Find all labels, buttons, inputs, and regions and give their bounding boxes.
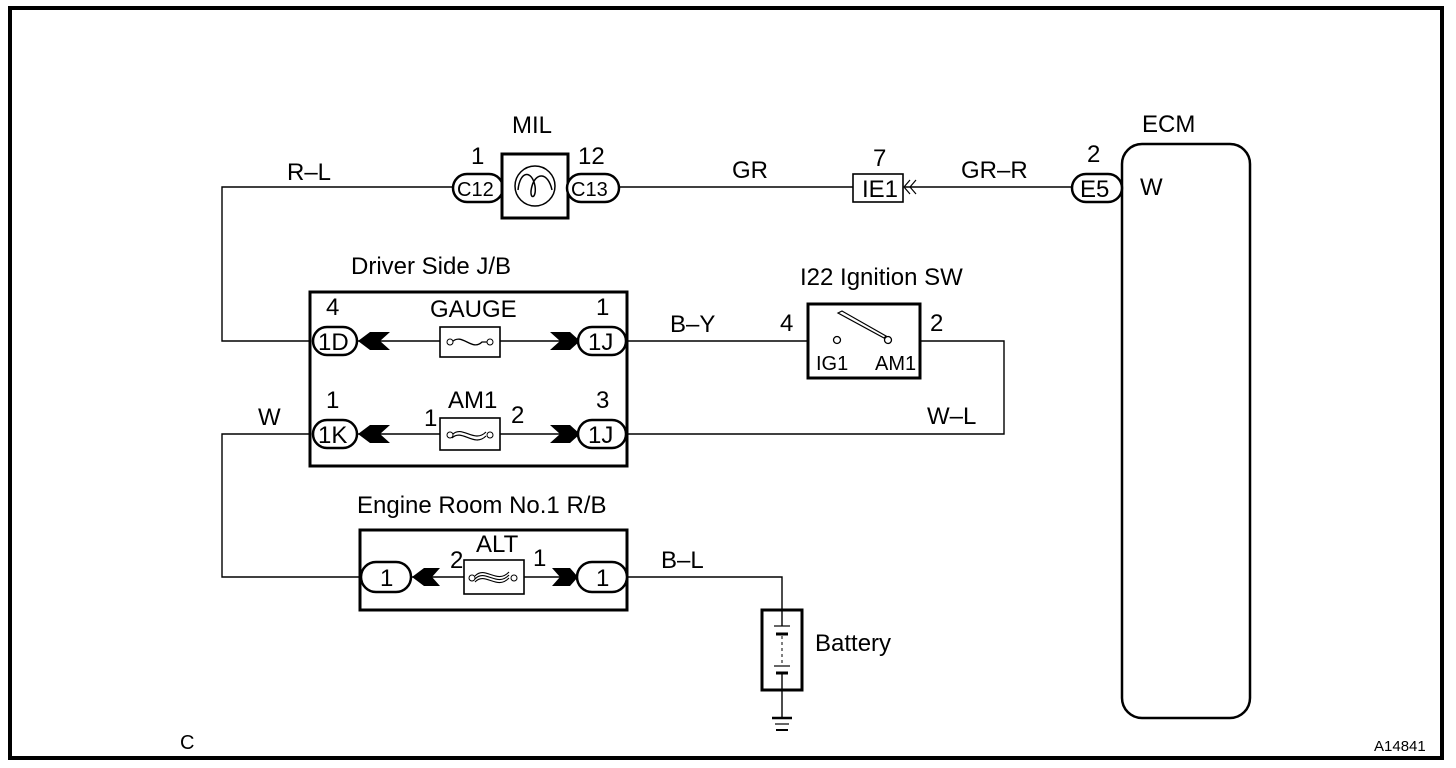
fuse-icon xyxy=(451,338,488,346)
arrow-right-icon xyxy=(550,425,580,443)
am1-left-pin: 1 xyxy=(326,387,339,414)
connector-1d xyxy=(311,325,359,357)
am1-fuse-out: 2 xyxy=(511,402,524,429)
fuse-terminal-icon xyxy=(446,338,454,346)
wire-label-w-l: W–L xyxy=(927,403,976,430)
engine-room-rb: Engine Room No.1 R/B 1 ALT 2 1 1 xyxy=(357,492,629,612)
diagram-frame xyxy=(8,6,1444,760)
ignition-title: I22 Ignition SW xyxy=(800,264,963,291)
fuse-terminal-icon xyxy=(510,574,518,582)
gauge-label: GAUGE xyxy=(430,296,517,323)
wire-label-r-l: R–L xyxy=(287,159,331,186)
ecm-title: ECM xyxy=(1142,111,1195,138)
arrow-left-icon xyxy=(358,425,390,443)
wire-label-gr: GR xyxy=(732,157,768,184)
gauge-right-pin: 1 xyxy=(596,294,609,321)
ignition-switch: I22 Ignition SW 4 2 IG1 AM1 xyxy=(780,264,963,380)
ecm-terminal: W xyxy=(1140,174,1163,201)
arrow-left-icon xyxy=(358,332,390,350)
ie1-pin: 7 xyxy=(873,145,886,172)
ignition-pin-4: 4 xyxy=(780,310,793,337)
ignition-box xyxy=(806,302,922,380)
connector-c13-label: C13 xyxy=(571,179,608,201)
fuse-terminal-icon xyxy=(486,431,494,439)
alt-fuse-in: 2 xyxy=(450,547,463,574)
arrow-right-icon xyxy=(550,332,580,350)
figure-id: A14841 xyxy=(1374,738,1426,755)
arrow-left-icon xyxy=(412,568,440,586)
ecm: ECM 2 E5 W xyxy=(1070,111,1252,720)
wire-label-b-l: B–L xyxy=(661,547,704,574)
mil-right-pin: 12 xyxy=(578,143,605,170)
am1-right-pin: 3 xyxy=(596,387,609,414)
connector-1d-label: 1D xyxy=(318,329,349,356)
wire-r-l xyxy=(221,186,455,342)
ig1-contact-icon xyxy=(832,335,842,345)
driver-side-jb: Driver Side J/B 4 1D GAUGE 1 1J 1 1K AM1… xyxy=(308,253,629,468)
switch-lever-icon xyxy=(836,310,887,339)
ignition-pin-2: 2 xyxy=(930,310,943,337)
connector-1k xyxy=(311,418,359,450)
ig1-label: IG1 xyxy=(816,353,848,375)
mil: MIL 1 12 C12 C13 xyxy=(451,112,621,220)
driver-jb-title: Driver Side J/B xyxy=(351,253,511,280)
connector-e5-label: E5 xyxy=(1080,176,1109,203)
am1-fuse-in: 1 xyxy=(424,405,437,432)
connector-1j-bottom-label: 1J xyxy=(588,422,613,449)
ecm-box xyxy=(1120,142,1252,720)
mil-title: MIL xyxy=(512,112,552,139)
ie1-terminal-icon xyxy=(903,179,917,195)
fuse-icon xyxy=(451,430,487,441)
engine-rb-title: Engine Room No.1 R/B xyxy=(357,492,606,519)
gauge-left-pin: 4 xyxy=(326,294,339,321)
wire-label-gr-r: GR–R xyxy=(961,157,1028,184)
fuse-icon xyxy=(474,571,510,584)
connector-rb-right xyxy=(575,560,629,594)
wire-label-b-y: B–Y xyxy=(670,311,715,338)
junction-ie1: 7 IE1 xyxy=(852,145,917,203)
corner-mark: C xyxy=(180,732,194,754)
connector-rb-right-label: 1 xyxy=(596,565,609,592)
connector-1j-top-label: 1J xyxy=(588,329,613,356)
mil-left-pin: 1 xyxy=(471,143,484,170)
connector-c13 xyxy=(565,172,621,204)
wire-label-w: W xyxy=(258,404,281,431)
am1-label: AM1 xyxy=(448,387,497,414)
fuse-terminal-icon xyxy=(486,338,494,346)
connector-rb-left xyxy=(359,560,413,594)
am1-contact-label: AM1 xyxy=(875,353,916,375)
am1-contact-icon xyxy=(883,335,893,345)
connector-1j-bottom xyxy=(576,418,628,450)
battery: Battery xyxy=(760,608,891,731)
alt-fuse-out: 1 xyxy=(533,545,546,572)
ecm-pin: 2 xyxy=(1087,141,1100,168)
connector-1j-top xyxy=(576,325,628,357)
battery-label: Battery xyxy=(815,630,891,657)
wire-w xyxy=(221,433,360,578)
ie1-box xyxy=(852,173,904,203)
fuse-terminal-icon xyxy=(468,574,476,582)
connector-e5 xyxy=(1070,172,1124,204)
connector-rb-left-label: 1 xyxy=(380,565,393,592)
connector-c12-label: C12 xyxy=(457,179,494,201)
arrow-right-icon xyxy=(552,568,578,586)
alt-label: ALT xyxy=(476,531,519,558)
ie1-label: IE1 xyxy=(862,176,898,203)
lamp-filament-icon xyxy=(517,173,553,198)
fuse-terminal-icon xyxy=(446,431,454,439)
wire-b-l xyxy=(628,576,783,610)
wire-w-l xyxy=(628,340,1005,435)
connector-1k-label: 1K xyxy=(318,422,347,449)
